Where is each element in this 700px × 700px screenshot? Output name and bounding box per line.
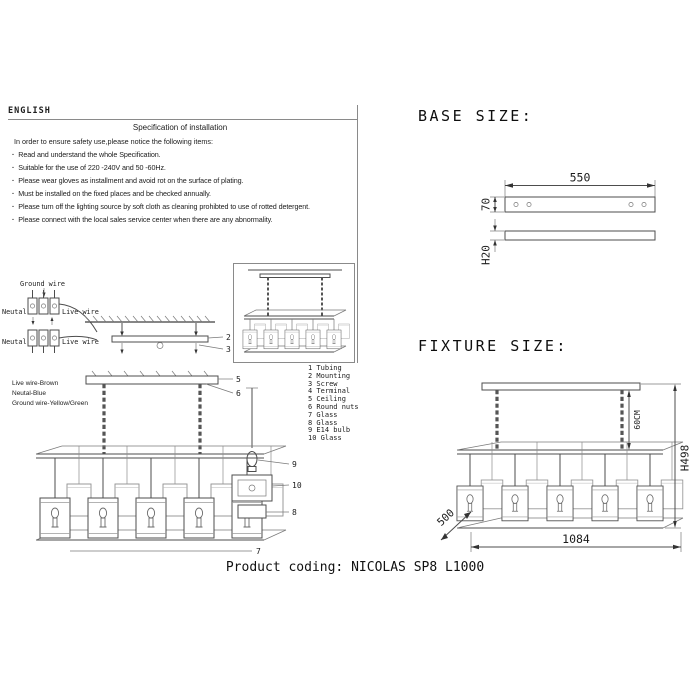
- dim-h20: H20: [480, 219, 504, 265]
- terminal-block-bottom: [27, 329, 60, 353]
- ceiling-plate: [85, 370, 219, 385]
- bulb-detail-assembly: [231, 451, 273, 519]
- spec-item: Read and understand the whole Specificat…: [12, 150, 160, 159]
- dim-60cm-label: 60CM: [633, 410, 642, 429]
- live-label-bottom: Live wire: [62, 338, 99, 346]
- callout-7-number: 7: [256, 547, 261, 556]
- ceiling-line: [84, 315, 215, 323]
- flow-arrows: [31, 317, 54, 325]
- callout-5: 5: [218, 375, 241, 384]
- part-item: 8 Glass: [308, 418, 338, 427]
- spec-item: Please turn off the lighting source by s…: [12, 202, 310, 211]
- fixture-size-drawing: 60CM H498 500: [435, 382, 692, 552]
- part-item: 3 Screw: [308, 379, 338, 388]
- legend-neutral: Neutal-Blue: [12, 390, 46, 397]
- dim-500-label: 500: [435, 507, 457, 529]
- dim-550-label: 550: [570, 171, 591, 185]
- language-label: ENGLISH: [8, 106, 51, 116]
- dim-60cm: 60CM: [627, 390, 642, 450]
- neutral-label-bottom: Neutal: [2, 338, 27, 346]
- spec-intro: In order to ensure safety use,please not…: [14, 137, 213, 146]
- spec-block-right-border: [357, 105, 358, 363]
- callout-9: 9: [257, 459, 297, 469]
- callout-8-number: 8: [292, 508, 297, 517]
- callout-10-number: 10: [292, 481, 302, 490]
- callout-6: 6: [205, 383, 241, 398]
- dim-1084: 1084: [470, 532, 682, 552]
- callout-2-number: 2: [226, 333, 231, 342]
- fx-ceiling-plate: [481, 382, 641, 391]
- legend-live: Live wire-Brown: [12, 380, 59, 387]
- part-item: 6 Round nuts: [308, 402, 359, 411]
- part-item: 5 Ceiling: [308, 395, 346, 404]
- spec-item: Please connect with the local sales serv…: [12, 215, 272, 224]
- base-side-view: [504, 230, 656, 241]
- terminal-block-top: [27, 290, 60, 315]
- callout-3: 3: [198, 344, 231, 354]
- divider-under-english: [8, 119, 357, 120]
- dim-h498-label: H498: [679, 445, 692, 472]
- ground-wire-label: Ground wire: [20, 280, 65, 288]
- part-item: 9 E14 bulb: [308, 426, 351, 435]
- callout-8: 8: [266, 508, 297, 517]
- base-size-heading: BASE SIZE:: [418, 107, 534, 125]
- overview-chandelier-drawing: [242, 269, 350, 353]
- wiring-diagram: Ground wire Neutal Live wire Neutal Live…: [2, 280, 231, 354]
- dim-550: 550: [504, 171, 656, 197]
- callout-3-number: 3: [226, 345, 231, 354]
- part-item: 2 Mounting: [308, 371, 351, 380]
- pendant-cord: [246, 387, 258, 448]
- part-item: 4 Terminal: [308, 387, 351, 396]
- product-coding: Product coding: NICOLAS SP8 L1000: [225, 560, 485, 575]
- callout-2: 2: [207, 333, 231, 342]
- callout-6-number: 6: [236, 389, 241, 398]
- spec-item: Must be installed on the fixed places an…: [12, 189, 211, 198]
- neutral-label-top: Neutal: [2, 308, 27, 316]
- callout-10: 10: [271, 481, 302, 490]
- part-item: 10 Glass: [308, 434, 342, 443]
- parts-list: 1 Tubing 2 Mounting 3 Screw 4 Terminal 5…: [308, 364, 359, 443]
- mini-chains: [267, 277, 323, 316]
- dim-70-label: 70: [480, 198, 493, 211]
- spec-title: Specification of installation: [132, 123, 228, 132]
- dim-h20-label: H20: [480, 245, 493, 265]
- dim-h498: H498: [641, 383, 692, 529]
- hanging-chains: [102, 384, 202, 454]
- dim-1084-label: 1084: [562, 532, 590, 546]
- spec-item: Suitable for the use of 220 -240V and 50…: [12, 163, 166, 172]
- base-top-view: [504, 196, 656, 213]
- mini-ceiling: [248, 269, 342, 278]
- part-item: 7 Glass: [308, 410, 338, 419]
- callout-7: 7: [70, 547, 261, 556]
- connection-wires: [58, 303, 98, 341]
- legend-ground: Ground wire-Yellow/Green: [12, 400, 88, 407]
- overview-figure-box: [233, 263, 355, 363]
- mounting-plate: [111, 323, 209, 354]
- callout-5-number: 5: [236, 375, 241, 384]
- part-item: 1 Tubing: [308, 364, 342, 372]
- fixture-size-heading: FIXTURE SIZE:: [418, 337, 568, 355]
- mini-frame: [243, 309, 347, 353]
- fx-chains: [495, 390, 624, 450]
- spec-item: Please wear gloves as installment and av…: [12, 176, 243, 185]
- base-size-drawing: 550 70 H20: [480, 171, 656, 265]
- dim-70: 70: [480, 196, 504, 213]
- main-chandelier-drawing: 5 6: [35, 370, 302, 556]
- callout-9-number: 9: [292, 460, 297, 469]
